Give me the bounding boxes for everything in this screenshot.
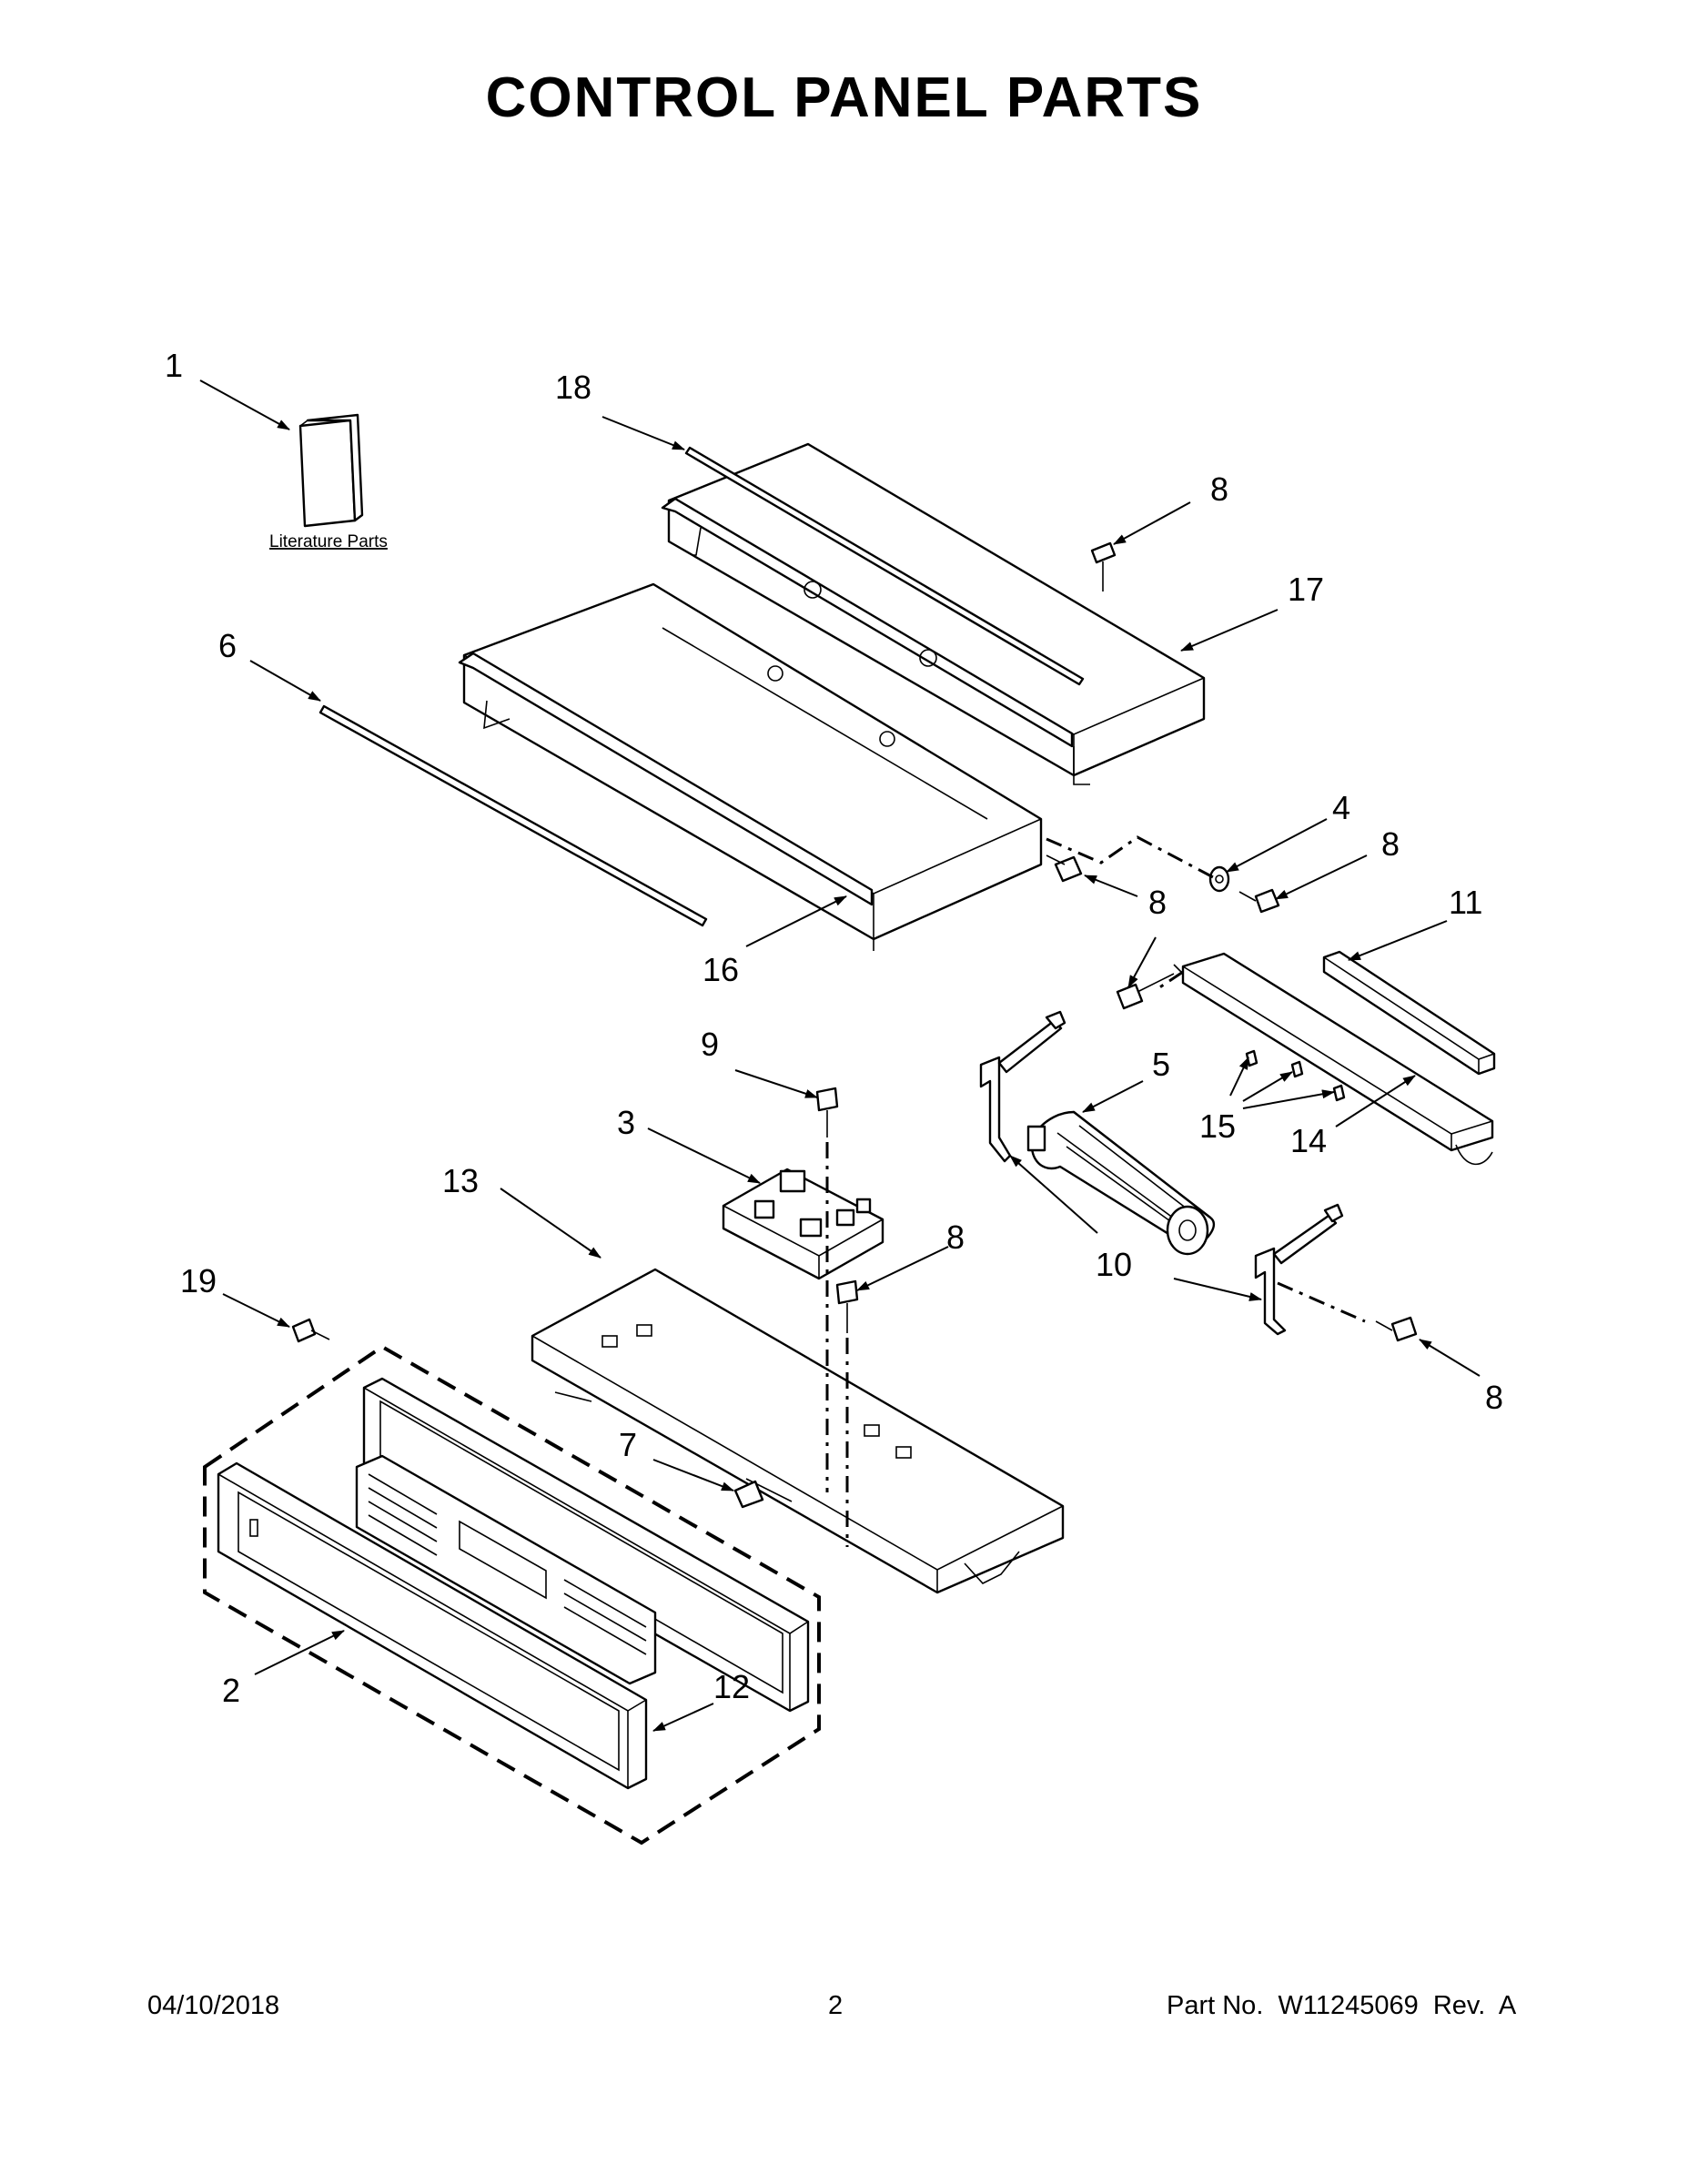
shield-plate-13: [531, 1268, 1065, 1594]
screw-icon: [1116, 973, 1175, 1010]
footer-part-number: Part No. W11245069 Rev. A: [1167, 1991, 1517, 2020]
fan-icon: [1026, 1110, 1216, 1256]
trim-strip-18: [684, 446, 1085, 686]
fan-bracket-10a: [979, 1010, 1066, 1163]
washer-icon: [1208, 865, 1230, 893]
callout-2: 2: [222, 1672, 240, 1709]
console-panel-2: [217, 1461, 648, 1790]
callout-8: 8: [946, 1218, 965, 1256]
callout-18: 18: [555, 369, 591, 406]
screw-icon: [1238, 888, 1280, 914]
callout-14: 14: [1290, 1122, 1327, 1159]
callout-12: 12: [713, 1668, 750, 1705]
literature-icon: [298, 413, 364, 528]
screw-icon: [1375, 1316, 1418, 1342]
screw-icon: [1090, 541, 1117, 592]
literature-parts-label: Literature Parts: [269, 532, 388, 551]
callout-11: 11: [1449, 884, 1482, 921]
trim-strip-6: [318, 704, 708, 927]
callout-8: 8: [1485, 1379, 1503, 1416]
pin-icon: [1245, 1049, 1346, 1102]
screw-icon: [291, 1318, 330, 1343]
callout-16: 16: [702, 951, 739, 988]
callout-8: 8: [1148, 884, 1167, 921]
callout-5: 5: [1152, 1046, 1170, 1083]
footer-date: 04/10/2018: [147, 1991, 280, 2020]
keypad-overlay: [355, 1454, 657, 1685]
callout-10: 10: [1096, 1246, 1132, 1283]
callout-4: 4: [1332, 789, 1350, 826]
screw-icon: [1046, 854, 1083, 883]
callout-7: 7: [619, 1426, 637, 1463]
callout-3: 3: [617, 1104, 635, 1141]
bracket-14: [1173, 952, 1494, 1166]
callout-13: 13: [442, 1162, 479, 1199]
callout-8: 8: [1381, 825, 1400, 863]
callout-9: 9: [701, 1026, 719, 1063]
callout-6: 6: [218, 627, 237, 664]
page-title: CONTROL PANEL PARTS: [485, 66, 1203, 129]
screw-icon: [835, 1279, 859, 1333]
footer-page-number: 2: [828, 1991, 844, 2020]
bar-11: [1322, 950, 1496, 1076]
control-panel-cover-17: [661, 442, 1206, 785]
callout-8: 8: [1210, 470, 1228, 508]
callout-19: 19: [180, 1262, 217, 1299]
clip-7: [733, 1480, 764, 1509]
circuit-board-icon: [722, 1168, 884, 1280]
fan-bracket-10b: [1254, 1203, 1344, 1336]
callout-1: 1: [165, 347, 183, 384]
control-panel-frame-16: [458, 582, 1043, 951]
callout-17: 17: [1288, 571, 1324, 608]
screw-icon: [815, 1087, 839, 1138]
callout-15: 15: [1199, 1107, 1236, 1145]
